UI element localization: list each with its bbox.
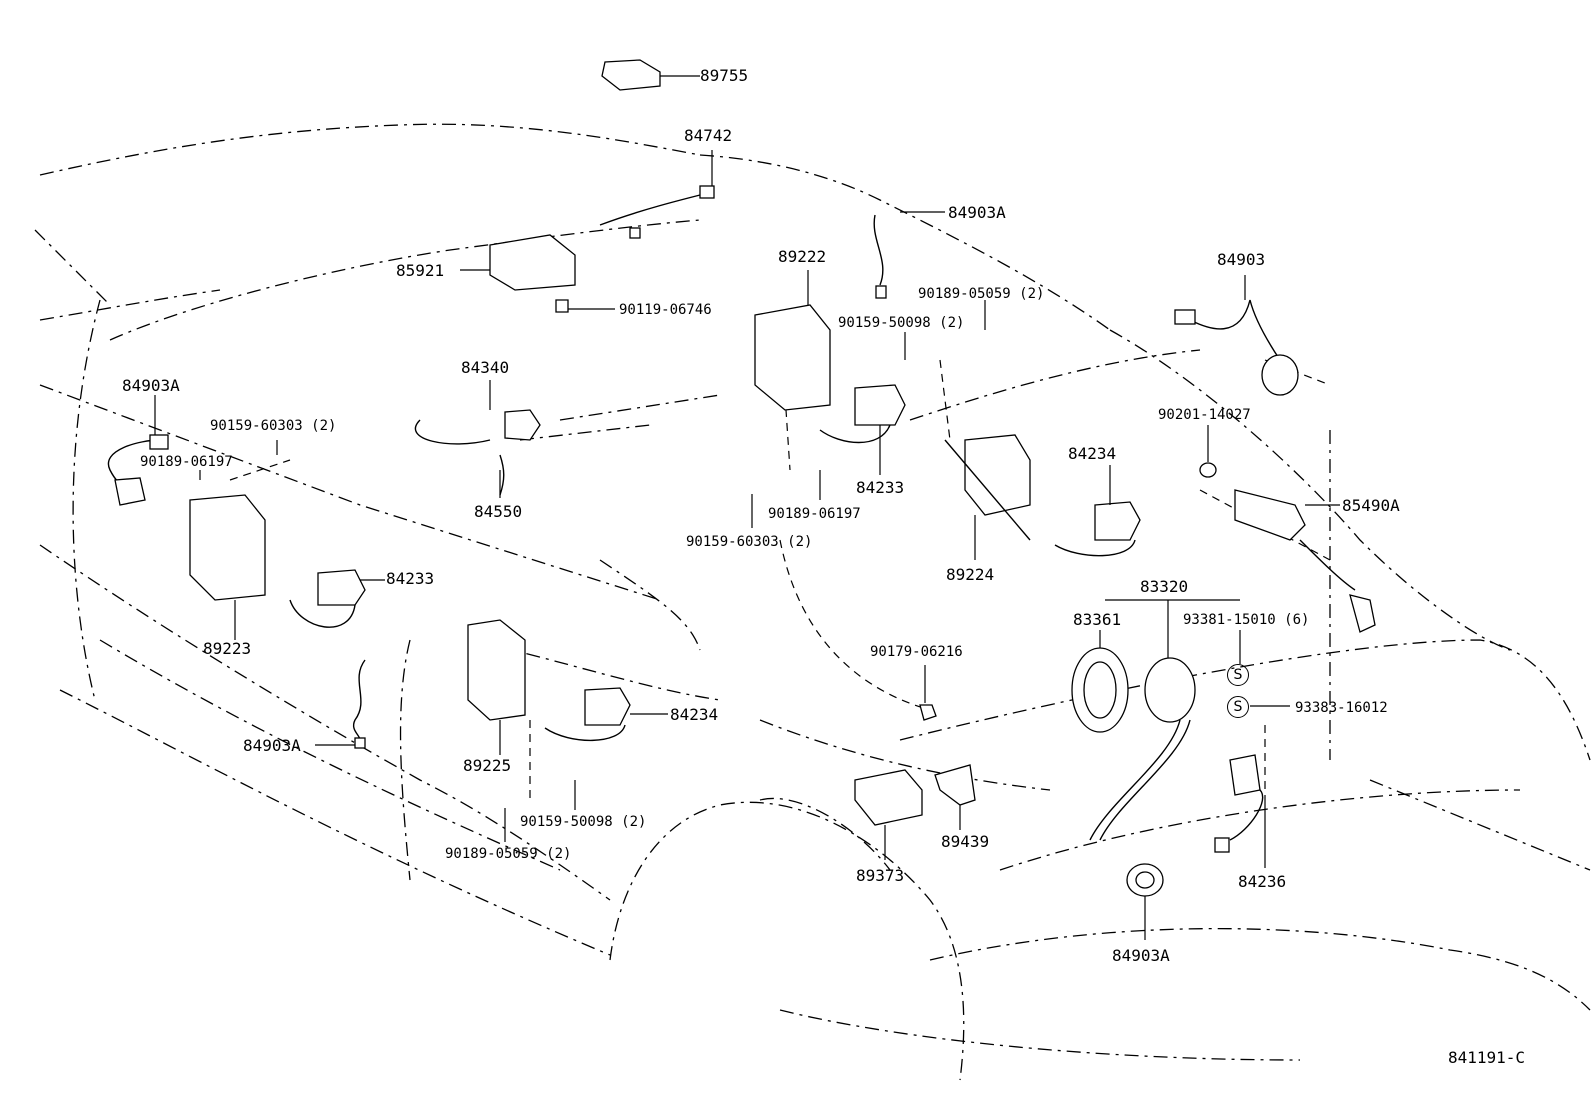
label-90119-06746: 90119-06746 [619, 302, 712, 318]
label-84903A-bottom: 84903A [243, 736, 301, 755]
part-84233-mid-unit [819, 384, 906, 475]
car-body-outline [34, 123, 1591, 1081]
label-93383-16012: 93383-16012 [1295, 700, 1388, 716]
label-84550: 84550 [474, 502, 523, 521]
part-84903A-top-sensor [873, 211, 945, 299]
part-84903A-rear-sensor [1126, 863, 1164, 940]
part-89223-ecu [189, 494, 266, 640]
s-symbol-screw-2: S [1227, 696, 1249, 718]
label-89223: 89223 [203, 639, 252, 658]
label-89439: 89439 [941, 832, 990, 851]
label-84903A-rear: 84903A [1112, 946, 1170, 965]
part-89222-ecu [754, 270, 831, 411]
label-89224: 89224 [946, 565, 995, 584]
label-90159-50098-top: 90159-50098 (2) [838, 315, 965, 331]
label-84742: 84742 [684, 126, 733, 145]
part-84550-sensor [499, 454, 505, 498]
part-84742-harness [599, 150, 715, 239]
label-84903A-top: 84903A [948, 203, 1006, 222]
part-83361-gasket [1071, 630, 1129, 733]
label-89755: 89755 [700, 66, 749, 85]
part-83320-sender [1089, 599, 1240, 841]
label-85921: 85921 [396, 261, 445, 280]
label-90179-06216: 90179-06216 [870, 644, 963, 660]
part-84236-motor [1214, 754, 1266, 868]
label-84236: 84236 [1238, 872, 1287, 891]
part-84903A-bottom-sensor [315, 659, 366, 749]
part-90201-14027-ring [1199, 425, 1217, 478]
label-90189-05059-top: 90189-05059 (2) [918, 286, 1045, 302]
label-93381-15010: 93381-15010 (6) [1183, 612, 1310, 628]
part-85490A-actuator [1234, 489, 1376, 633]
part-89439-bracket [934, 764, 976, 830]
label-90159-60303-mid: 90159-60303 (2) [686, 534, 813, 550]
label-83361: 83361 [1073, 610, 1122, 629]
label-84233-left: 84233 [386, 569, 435, 588]
label-84340: 84340 [461, 358, 510, 377]
label-89222: 89222 [778, 247, 827, 266]
label-85490A: 85490A [1342, 496, 1400, 515]
diagram-reference-code: 841191-C [1448, 1048, 1526, 1067]
part-89755-sketch [601, 59, 700, 91]
part-84234-mid-unit [544, 687, 668, 742]
part-84234-right-unit [1054, 465, 1141, 557]
label-84233-mid: 84233 [856, 478, 905, 497]
label-84903A-left: 84903A [122, 376, 180, 395]
label-83320: 83320 [1140, 577, 1189, 596]
label-90189-06197-left: 90189-06197 [140, 454, 233, 470]
part-89225-ecu [467, 619, 526, 755]
part-90179-06216-clip [919, 665, 937, 721]
label-84903: 84903 [1217, 250, 1266, 269]
part-84340-switch [414, 380, 541, 445]
label-90159-60303-left: 90159-60303 (2) [210, 418, 337, 434]
part-85921-relay [460, 234, 576, 291]
part-84233-left-unit [289, 569, 385, 628]
label-84234-right: 84234 [1068, 444, 1117, 463]
s-symbol-screw-1: S [1227, 664, 1249, 686]
label-90201-14027: 90201-14027 [1158, 407, 1251, 423]
part-90119-06746-bolt [555, 299, 615, 313]
part-89373-unit [854, 769, 923, 860]
label-89373: 89373 [856, 866, 905, 885]
leader-lines [199, 300, 1290, 842]
label-89225: 89225 [463, 756, 512, 775]
part-89224-ecu [944, 434, 1031, 560]
part-84903-sensor [1174, 275, 1299, 396]
label-90189-06197-mid: 90189-06197 [768, 506, 861, 522]
label-84234-mid: 84234 [670, 705, 719, 724]
label-90189-05059-bottom: 90189-05059 (2) [445, 846, 572, 862]
label-90159-50098-bottom: 90159-50098 (2) [520, 814, 647, 830]
part-84903A-left-sensor [107, 395, 169, 506]
